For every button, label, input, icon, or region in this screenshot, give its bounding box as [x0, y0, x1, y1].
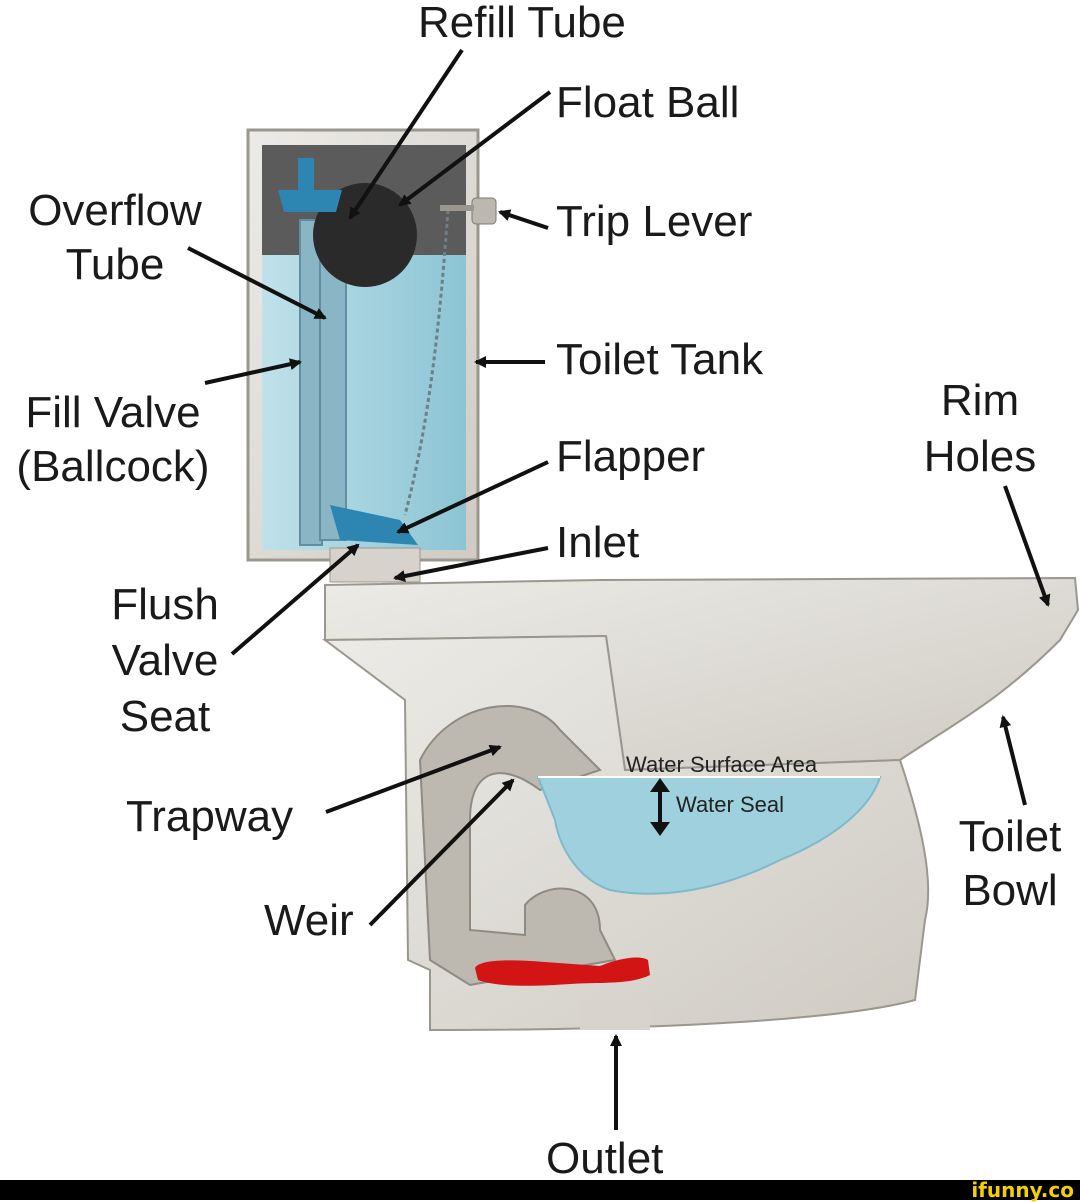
label-outlet: Outlet	[546, 1134, 664, 1183]
label-rim-line2: Holes	[923, 432, 1037, 481]
label-trip-lever: Trip Lever	[556, 197, 753, 246]
arrow-toilet-bowl	[999, 715, 1027, 806]
pointer-arrows	[187, 48, 1051, 1130]
arrow-trip-lever	[498, 209, 549, 230]
arrow-rim-holes	[1003, 485, 1051, 607]
float-ball-shape	[313, 183, 417, 287]
label-trapway: Trapway	[126, 792, 294, 841]
label-water-surface-area: Water Surface Area	[626, 752, 818, 777]
arrow-refill-tube	[348, 48, 464, 220]
arrow-overflow-tube	[187, 246, 327, 320]
arrow-flapper	[396, 460, 549, 534]
toilet-tank	[246, 128, 497, 583]
bowl-water	[536, 776, 882, 895]
label-fill-valve-line1: Fill Valve	[25, 388, 201, 437]
label-inlet: Inlet	[556, 518, 640, 567]
trapway-shape	[418, 705, 617, 987]
flapper-shape	[330, 505, 418, 545]
label-weir: Weir	[264, 896, 354, 945]
arrow-flush-valve-seat	[230, 543, 360, 656]
outlet-opening	[580, 1000, 650, 1030]
overflow-tube-shape	[299, 219, 323, 546]
watermark-logo[interactable]: ifunny.co	[971, 1178, 1074, 1202]
label-flush-line3: Seat	[119, 692, 211, 741]
label-water-seal: Water Seal	[676, 792, 785, 817]
label-toilet-bowl-line2: Bowl	[962, 866, 1058, 915]
label-overflow-line1: Overflow	[28, 186, 202, 235]
water-seal-arrow	[650, 778, 670, 836]
label-flush-line2: Valve	[111, 636, 219, 685]
label-toilet-tank: Toilet Tank	[556, 335, 764, 384]
label-flapper: Flapper	[556, 432, 706, 481]
label-rim-line1: Rim	[940, 376, 1020, 425]
label-refill-tube: Refill Tube	[418, 0, 626, 47]
label-fill-valve-line2: (Ballcock)	[16, 442, 210, 491]
fill-valve-shape	[319, 239, 347, 541]
label-float-ball: Float Ball	[556, 78, 740, 127]
arrow-float-ball	[398, 90, 552, 207]
arrow-trapway	[325, 744, 502, 814]
label-flush-line1: Flush	[111, 580, 219, 629]
toilet-bowl-body	[322, 576, 1080, 1032]
valve-cap	[278, 190, 342, 212]
trip-lever-shape	[471, 197, 497, 225]
arrow-weir	[368, 778, 515, 927]
label-toilet-bowl-line1: Toilet	[958, 812, 1062, 861]
footer-bar	[0, 1180, 1080, 1200]
label-overflow-line2: Tube	[65, 240, 165, 289]
blockage-shape	[475, 957, 650, 986]
arrow-fill-valve	[204, 358, 302, 385]
arrow-inlet	[393, 546, 549, 582]
chain-shape	[403, 209, 450, 516]
